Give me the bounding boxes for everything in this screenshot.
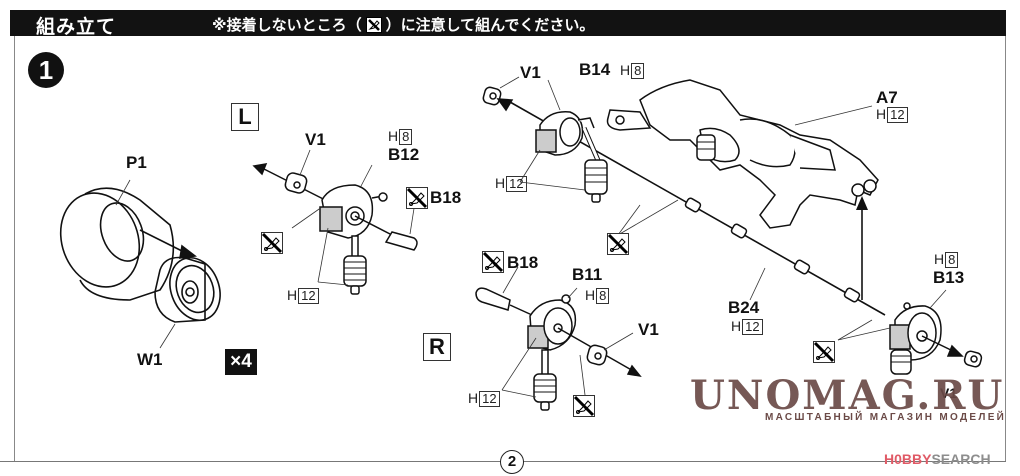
- part-label-v1-right: V1: [638, 320, 659, 339]
- no-glue-icon: [482, 251, 504, 273]
- part-label-p1: P1: [126, 153, 147, 172]
- part-label-b14: B14: [579, 60, 611, 79]
- part-label-v1-left: V1: [305, 130, 326, 149]
- right-side-marker: R: [423, 333, 451, 361]
- page-number: 2: [500, 450, 524, 474]
- frame-right-border: [1005, 10, 1006, 462]
- hub-b13-drawing: [889, 302, 983, 375]
- section-title: 組み立て: [36, 16, 117, 38]
- logo-hobby-text: H0BBY: [884, 451, 932, 467]
- no-glue-icon: [406, 187, 428, 209]
- no-glue-icon: [365, 17, 382, 33]
- hobby-search-logo: H0BBYSEARCH: [884, 451, 991, 467]
- note-text-after: ）に注意して組んでください。: [385, 16, 595, 34]
- tire-p1-drawing: [59, 187, 198, 301]
- part-label-a7: A7: [876, 88, 898, 107]
- frame-left-border: [14, 36, 15, 462]
- no-glue-icon: [261, 232, 283, 254]
- differential-a7-drawing: [606, 79, 879, 229]
- logo-search-text: SEARCH: [931, 451, 991, 467]
- watermark-sub: МАСШТАБНЫЙ МАГАЗИН МОДЕЛЕЙ: [765, 412, 1007, 423]
- watermark-main: UNOMAG.RU: [690, 372, 1005, 419]
- no-glue-icon: [573, 395, 595, 417]
- step-number-badge: 1: [28, 52, 64, 88]
- no-glue-icon: [607, 233, 629, 255]
- part-label-b18-right: B18: [507, 253, 539, 272]
- part-label-b13: B13: [933, 268, 965, 287]
- right-knuckle-drawing: [475, 287, 642, 411]
- part-label-v1-bottom-right: V1: [940, 385, 958, 401]
- section-header: 組み立て ※接着しないところ（ ）に注意して組んでください。: [10, 10, 1006, 38]
- part-label-b12: B12: [388, 145, 420, 164]
- left-side-marker: L: [231, 103, 259, 131]
- axle-shaft-drawing: [482, 86, 886, 316]
- quantity-badge: ×4: [225, 349, 257, 375]
- part-label-v1-top: V1: [520, 63, 541, 82]
- glue-warning-note: ※接着しないところ（ ）に注意して組んでください。: [212, 14, 594, 35]
- wheel-w1-drawing: [154, 256, 221, 323]
- no-glue-icon: [813, 341, 835, 363]
- part-label-b18-left: B18: [430, 188, 462, 207]
- part-label-b11: B11: [572, 265, 603, 284]
- part-label-b24: B24: [728, 298, 760, 317]
- left-knuckle-drawing: [252, 163, 418, 295]
- note-text-before: ※接着しないところ（: [212, 16, 362, 34]
- part-label-w1: W1: [137, 350, 163, 369]
